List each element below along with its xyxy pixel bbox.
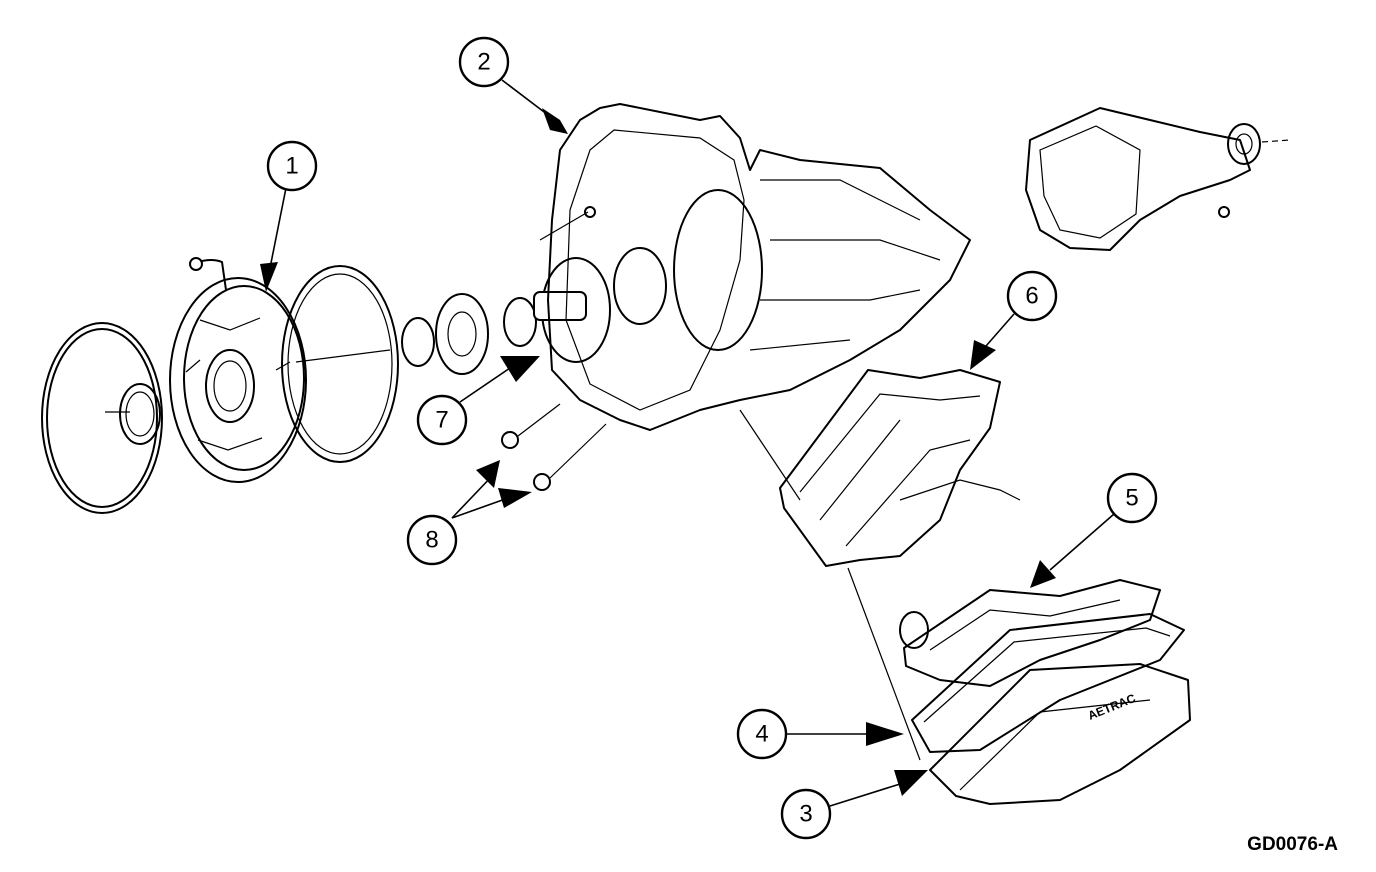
- callout-7: 7: [416, 356, 540, 446]
- callout-6-number: 6: [1025, 283, 1038, 310]
- callout-6: 6: [970, 270, 1058, 370]
- callout-8-number: 8: [425, 527, 438, 554]
- callout-2-number: 2: [477, 49, 490, 76]
- stator-support: [533, 247, 667, 363]
- extension-housing: [1025, 107, 1291, 251]
- valve-body: [739, 369, 1021, 567]
- pan-gasket: [911, 613, 1185, 753]
- pump-gasket: [281, 265, 399, 463]
- callout-4: 4: [736, 708, 904, 760]
- callout-4-number: 4: [755, 721, 768, 748]
- pump-body: [169, 257, 307, 483]
- transmission-case: [539, 103, 971, 431]
- callout-2: 2: [458, 36, 568, 134]
- pump-gears: [401, 293, 537, 375]
- front-seal-ring: [41, 322, 163, 514]
- callout-3: 3: [780, 770, 928, 840]
- oil-pan: AETRAC: [847, 567, 1191, 805]
- callout-7-number: 7: [435, 407, 448, 434]
- case-bolts: [501, 403, 607, 491]
- callout-5: 5: [1030, 472, 1158, 588]
- callout-8: 8: [406, 460, 532, 566]
- callout-1-number: 1: [285, 153, 298, 180]
- callout-5-number: 5: [1125, 485, 1138, 512]
- callout-1: 1: [260, 140, 318, 292]
- svg-text:AETRAC: AETRAC: [1086, 691, 1138, 723]
- callout-3-number: 3: [799, 801, 812, 828]
- figure-code: GD0076-A: [1247, 834, 1338, 855]
